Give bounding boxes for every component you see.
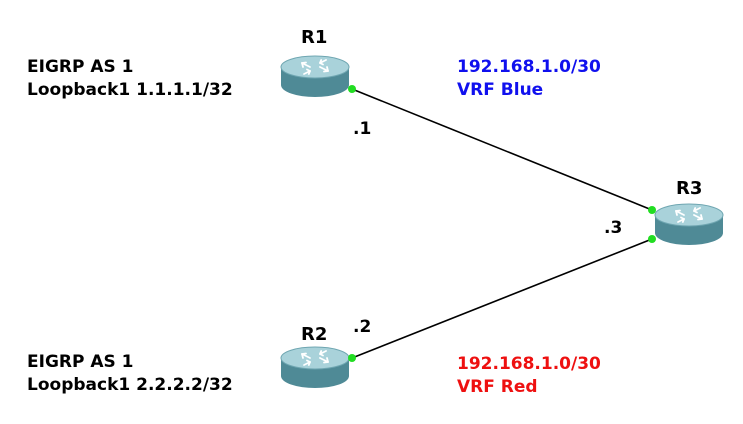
r1-interface-dot[interactable]: [348, 85, 356, 93]
blue-vrf-label: VRF Blue: [457, 80, 544, 100]
router-r3-icon[interactable]: [654, 203, 724, 246]
r2-interface-address: .2: [353, 317, 372, 337]
router-r3-label: R3: [676, 178, 703, 199]
link-r1-r3[interactable]: [351, 88, 653, 211]
r1-protocol-label: EIGRP AS 1: [27, 57, 134, 77]
router-r2-icon[interactable]: [280, 346, 350, 389]
r2-interface-dot[interactable]: [348, 354, 356, 362]
link-r2-r3[interactable]: [351, 238, 653, 359]
r2-protocol-label: EIGRP AS 1: [27, 352, 134, 372]
red-vrf-label: VRF Red: [457, 377, 538, 397]
r3-interface-dot-blue[interactable]: [648, 206, 656, 214]
r2-loopback-label: Loopback1 2.2.2.2/32: [27, 375, 233, 395]
router-r1-label: R1: [301, 27, 328, 48]
r1-loopback-label: Loopback1 1.1.1.1/32: [27, 80, 233, 100]
r3-interface-dot-red[interactable]: [648, 235, 656, 243]
r1-interface-address: .1: [353, 119, 372, 139]
r3-interface-address: .3: [604, 218, 623, 238]
router-r2-label: R2: [301, 324, 328, 345]
router-r1-icon[interactable]: [280, 55, 350, 98]
blue-subnet-label: 192.168.1.0/30: [457, 57, 601, 77]
red-subnet-label: 192.168.1.0/30: [457, 354, 601, 374]
